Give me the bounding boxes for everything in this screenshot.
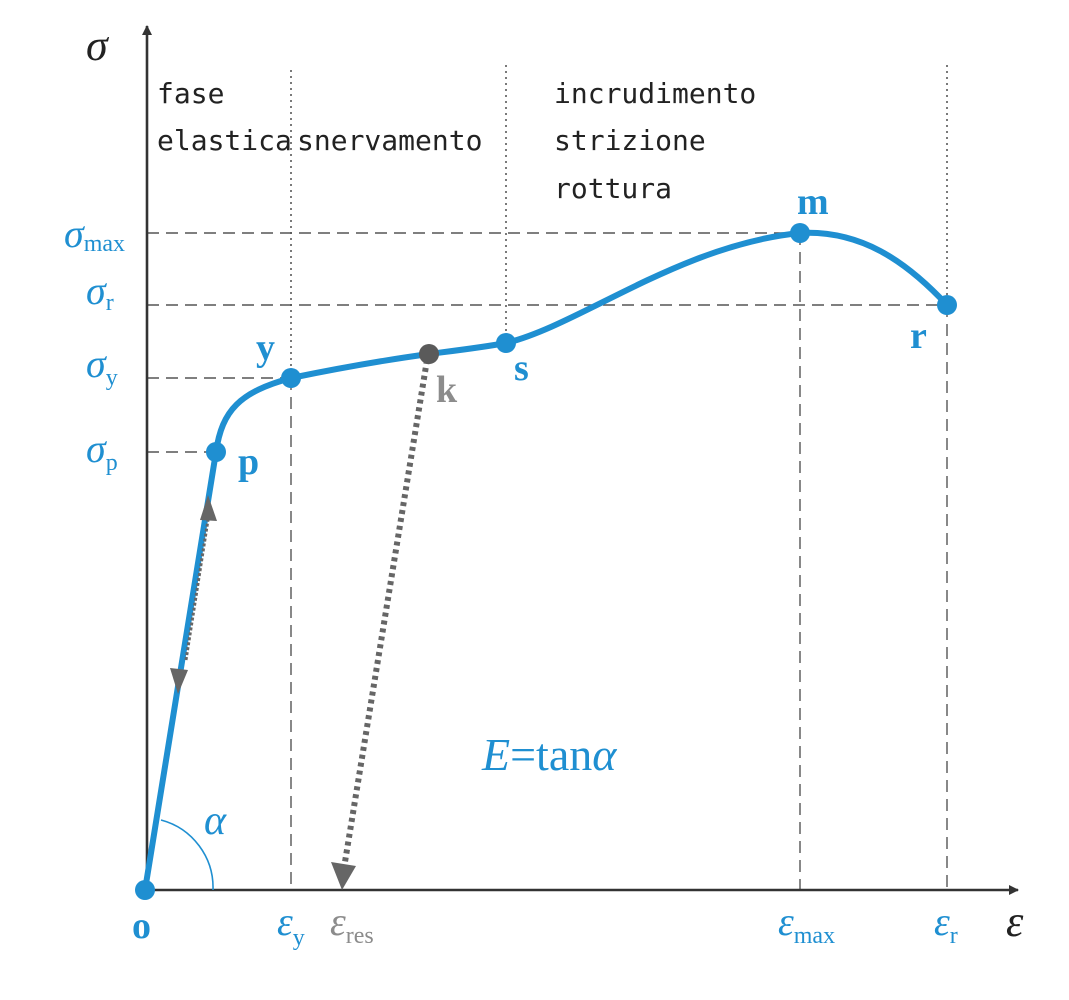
point-s	[496, 333, 516, 353]
phase-separators	[290, 65, 948, 378]
point-r	[937, 295, 957, 315]
curve-points	[135, 223, 957, 900]
loading-track	[184, 519, 210, 661]
guide-lines	[147, 232, 948, 890]
label-eps-r: εr	[934, 899, 958, 949]
phase-hardening-line3: rottura	[554, 172, 672, 205]
origin-label: o	[132, 905, 151, 947]
point-o	[135, 880, 155, 900]
unloading-line-k	[341, 359, 430, 869]
label-m: m	[797, 181, 829, 223]
label-sigma-r: σr	[86, 268, 114, 316]
angle-arc	[160, 819, 214, 891]
label-eps-y: εy	[277, 899, 305, 951]
phase-hardening-line2: strizione	[554, 124, 706, 157]
axes	[142, 25, 1019, 895]
label-sigma-y: σy	[86, 341, 118, 391]
phase-elastic-line1: fase	[157, 77, 224, 110]
phase-labels: fase elastica snervamento incrudimento s…	[157, 77, 756, 205]
stress-labels: σmax σr σy σp	[64, 211, 125, 476]
angle-label: α	[204, 798, 227, 844]
point-m	[790, 223, 810, 243]
strain-labels: εy εres εmax εr	[277, 899, 958, 951]
label-y: y	[256, 327, 275, 369]
label-sigma-max: σmax	[64, 211, 125, 257]
phase-hardening-line1: incrudimento	[554, 77, 756, 110]
loading-arrow-icon	[200, 495, 217, 521]
label-sigma-p: σp	[86, 426, 118, 476]
label-eps-res: εres	[330, 899, 374, 949]
label-k: k	[436, 369, 458, 411]
unloading-arrow-head-icon	[331, 862, 356, 890]
unloading-arrow-icon	[170, 668, 188, 694]
point-y	[281, 368, 301, 388]
phase-yielding: snervamento	[297, 124, 482, 157]
point-p	[206, 442, 226, 462]
point-k	[419, 344, 439, 364]
young-modulus-formula: E=tanα	[481, 729, 617, 780]
point-labels: p y k s m r	[238, 181, 927, 483]
x-axis-symbol: ε	[1006, 897, 1024, 946]
label-r: r	[910, 315, 927, 357]
label-p: p	[238, 441, 259, 483]
phase-elastic-line2: elastica	[157, 124, 292, 157]
label-s: s	[514, 347, 529, 389]
y-axis-symbol: σ	[86, 21, 110, 70]
label-eps-max: εmax	[778, 899, 835, 949]
elastic-cycle-arrows	[170, 495, 217, 694]
